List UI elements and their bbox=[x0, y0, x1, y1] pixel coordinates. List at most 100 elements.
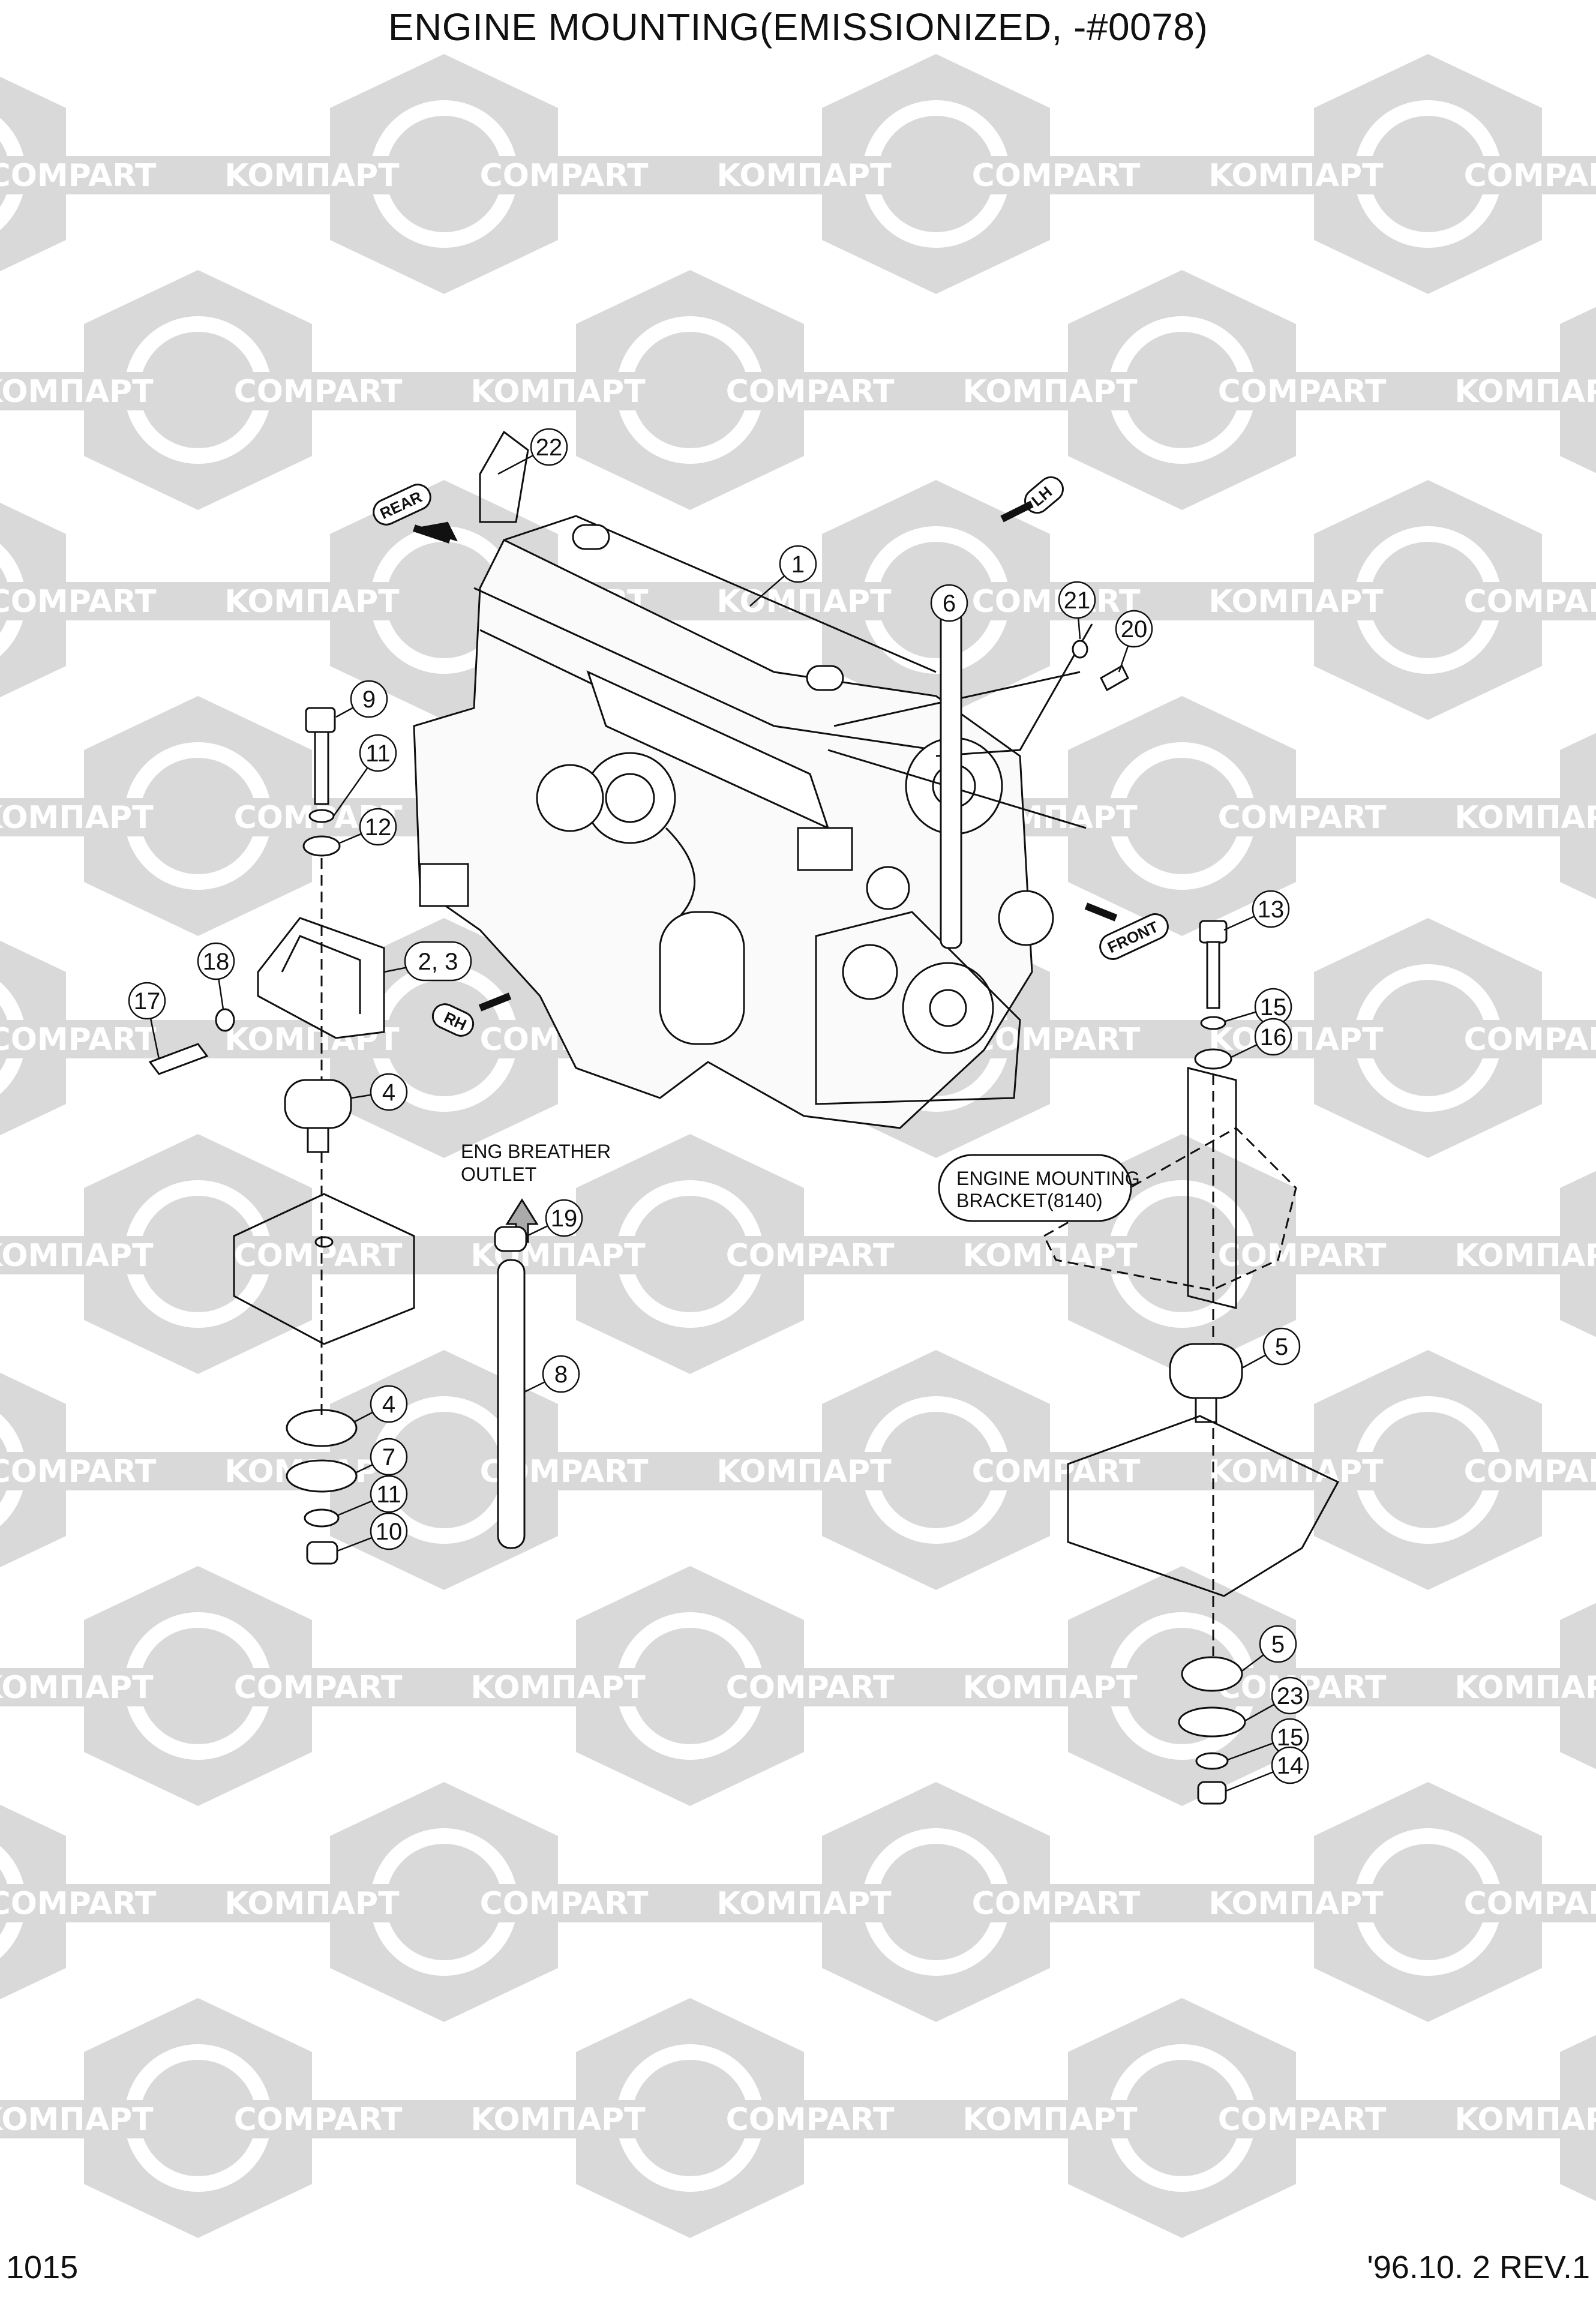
callout-number-c4a: 4 bbox=[382, 1079, 395, 1106]
callout-bubble-c14 bbox=[1271, 1746, 1309, 1784]
watermark-text-right: COMPART bbox=[1218, 374, 1387, 410]
callout-bubble-c12 bbox=[359, 808, 397, 846]
callout-bubble-c21 bbox=[1058, 581, 1096, 619]
callout-number-c4b: 4 bbox=[382, 1391, 395, 1418]
callout-bubble-c23b bbox=[1271, 1676, 1309, 1715]
front-arrow-icon bbox=[1084, 902, 1169, 960]
rear-arrow-icon bbox=[373, 484, 458, 544]
watermark-tile: KOMПAPT COMPART bbox=[198, 1782, 690, 2022]
watermark-text-left: KOMПAPT bbox=[0, 800, 154, 836]
callout-number-c16: 16 bbox=[1260, 1024, 1287, 1051]
callout-number-c9: 9 bbox=[362, 686, 376, 713]
watermark-text-left: KOMПAPT bbox=[1454, 800, 1596, 836]
watermark-text-left: KOMПAPT bbox=[716, 1454, 892, 1490]
bracket-note-line2: BRACKET(8140) bbox=[956, 1190, 1103, 1211]
watermark-text-left: KOMПAPT bbox=[962, 1238, 1138, 1274]
callout-bubble-c16 bbox=[1254, 1018, 1292, 1056]
callout-bubble-c17 bbox=[128, 982, 166, 1020]
watermark-text-right: COMPART bbox=[480, 158, 649, 194]
watermark-text-left: KOMПAPT bbox=[0, 1238, 154, 1274]
watermark-text-right: COMPART bbox=[234, 2102, 403, 2138]
callout-number-c22: 22 bbox=[536, 434, 563, 461]
watermark-tile: KOMПAPT COMPART bbox=[690, 54, 1182, 294]
watermark-text-right: COMPART bbox=[726, 2102, 895, 2138]
callout-bubble-c19 bbox=[545, 1199, 583, 1237]
watermark-text-right: COMPART bbox=[972, 1886, 1141, 1922]
callout-number-c11a: 11 bbox=[365, 740, 391, 767]
callout-number-c18: 18 bbox=[203, 949, 230, 975]
callout-bubble-c7 bbox=[370, 1438, 408, 1476]
direction-indicators bbox=[373, 476, 1169, 1037]
watermark-text-left: KOMПAPT bbox=[0, 374, 154, 410]
callout-bubble-c18 bbox=[197, 942, 235, 980]
watermark-text-right: COMPART bbox=[1218, 1238, 1387, 1274]
breather-note-line2: OUTLET bbox=[461, 1163, 536, 1185]
callout-bubble-c1 bbox=[779, 545, 817, 583]
callout-number-c17: 17 bbox=[134, 988, 161, 1015]
watermark-text-left: KOMПAPT bbox=[0, 1670, 154, 1706]
watermark-text-left: KOMПAPT bbox=[1208, 584, 1384, 620]
watermark-text-left: KOMПAPT bbox=[224, 1886, 400, 1922]
callout-number-c6: 6 bbox=[943, 590, 956, 617]
watermark-text-left: KOMПAPT bbox=[470, 374, 646, 410]
watermark-text-right: COMPART bbox=[234, 374, 403, 410]
watermark-text-right: COMPART bbox=[1464, 584, 1596, 620]
watermark-tile: KOMПAPT COMPART bbox=[936, 270, 1428, 510]
callout-bubble-c13 bbox=[1252, 890, 1290, 928]
watermark-text-left: KOMПAPT bbox=[1208, 1454, 1384, 1490]
watermark-text-right: COMPART bbox=[234, 1670, 403, 1706]
watermark-tile: KOMПAPT COMPART bbox=[0, 1998, 444, 2238]
callout-number-c7: 7 bbox=[382, 1444, 395, 1471]
watermark-text-left: KOMПAPT bbox=[0, 2102, 154, 2138]
watermark-text-left: KOMПAPT bbox=[962, 2102, 1138, 2138]
watermark-text-left: KOMПAPT bbox=[962, 374, 1138, 410]
callout-number-c1: 1 bbox=[791, 551, 805, 578]
watermark-text-right: COMPART bbox=[972, 1454, 1141, 1490]
watermark-text-left: KOMПAPT bbox=[1454, 1238, 1596, 1274]
engine-block bbox=[413, 515, 1093, 1129]
callout-number-c15b: 15 bbox=[1277, 1724, 1304, 1751]
watermark-text-right: COMPART bbox=[972, 584, 1141, 620]
watermark-text-right: COMPART bbox=[480, 1886, 649, 1922]
bracket-note-line1: ENGINE MOUNTING bbox=[956, 1168, 1140, 1189]
watermark-text-right: COMPART bbox=[726, 1238, 895, 1274]
callout-number-c15a: 15 bbox=[1260, 994, 1287, 1021]
watermark-text-right: COMPART bbox=[1464, 1454, 1596, 1490]
watermark-text-right: COMPART bbox=[1464, 158, 1596, 194]
watermark-text-left: KOMПAPT bbox=[470, 1670, 646, 1706]
watermark-text-right: COMPART bbox=[972, 158, 1141, 194]
watermark-tile: KOMПAPT COMPART bbox=[1182, 480, 1596, 720]
callout-bubble-c23 bbox=[404, 941, 472, 982]
watermark-text-left: KOMПAPT bbox=[1454, 1670, 1596, 1706]
watermark-text-left: KOMПAPT bbox=[224, 584, 400, 620]
callout-number-c20: 20 bbox=[1121, 616, 1148, 643]
callout-bubble-c4a bbox=[370, 1073, 408, 1111]
revision-date: '96.10. 2 REV.1 bbox=[1367, 2249, 1590, 2285]
watermark-layer: KOMПAPT COMPART KOMПAPT COMPART KOMПAPT COMPA… bbox=[0, 54, 1596, 2238]
watermark-text-left: KOMПAPT bbox=[962, 1670, 1138, 1706]
callout-number-c10: 10 bbox=[376, 1519, 403, 1545]
breather-note-line1: ENG BREATHER bbox=[461, 1141, 611, 1162]
watermark-text-left: KOMПAPT bbox=[716, 158, 892, 194]
callout-number-c8: 8 bbox=[554, 1361, 568, 1388]
watermark-text-right: COMPART bbox=[0, 1454, 157, 1490]
callout-bubble-c4b bbox=[370, 1385, 408, 1423]
watermark-text-left: KOMПAPT bbox=[1208, 1022, 1384, 1058]
callout-number-c21: 21 bbox=[1064, 587, 1091, 614]
callout-number-c23: 2, 3 bbox=[418, 949, 458, 975]
